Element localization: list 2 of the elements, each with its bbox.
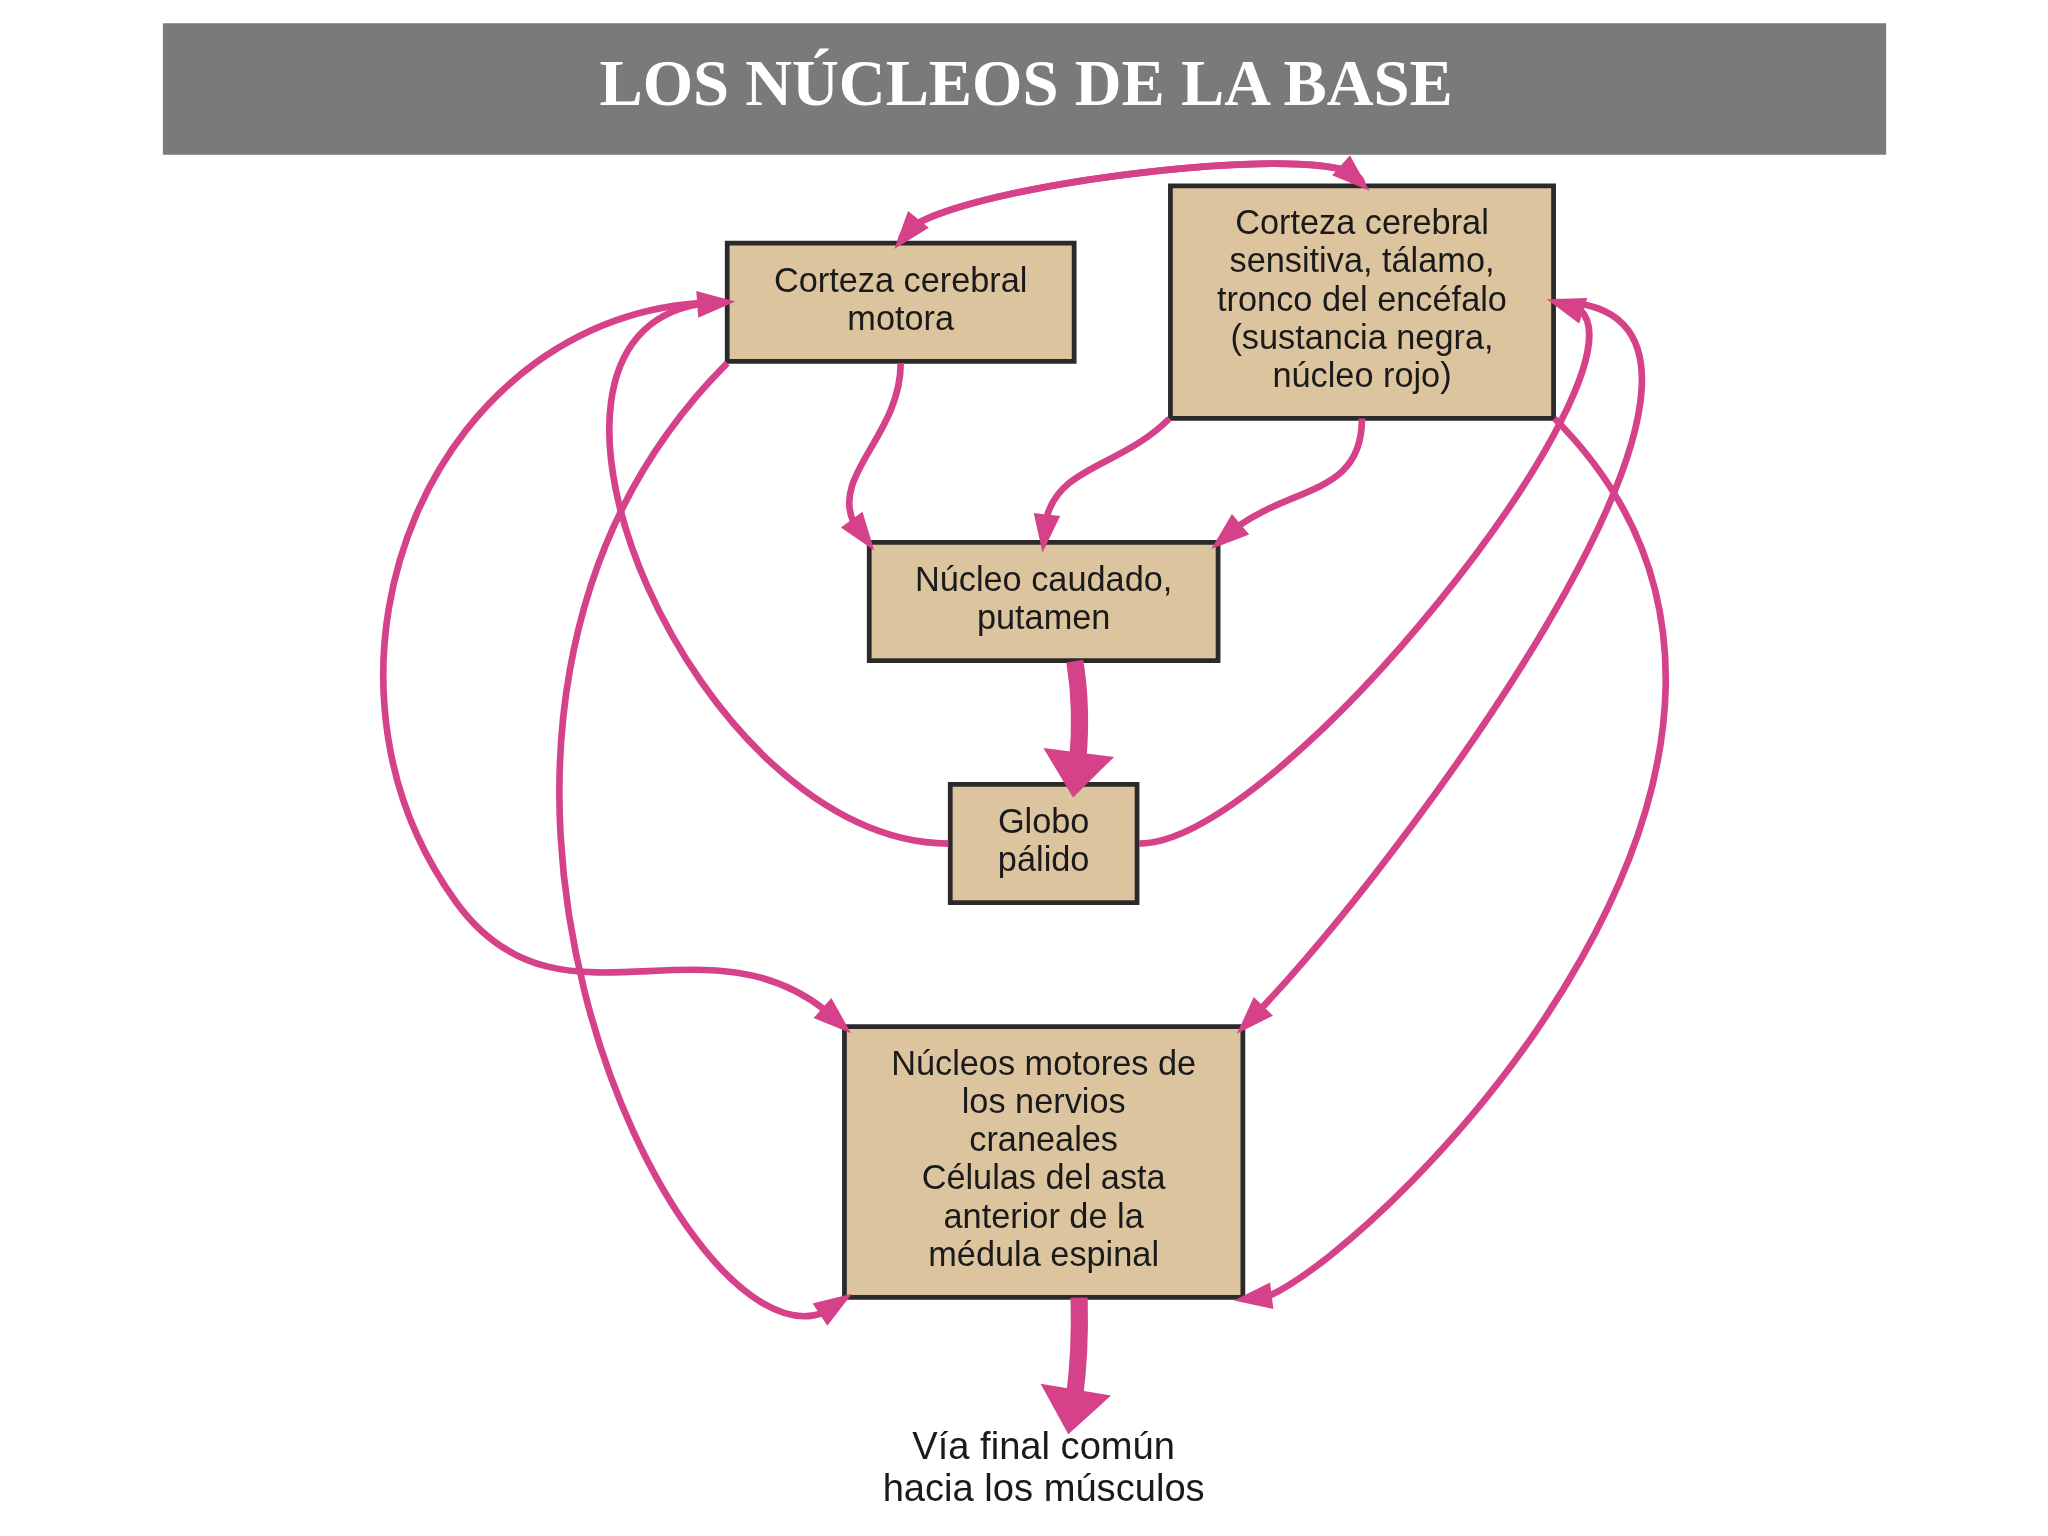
node-text: Vía final común hacia los músculos <box>882 1424 1205 1510</box>
diagram-title: LOS NÚCLEOS DE LA BASE <box>598 46 1453 119</box>
